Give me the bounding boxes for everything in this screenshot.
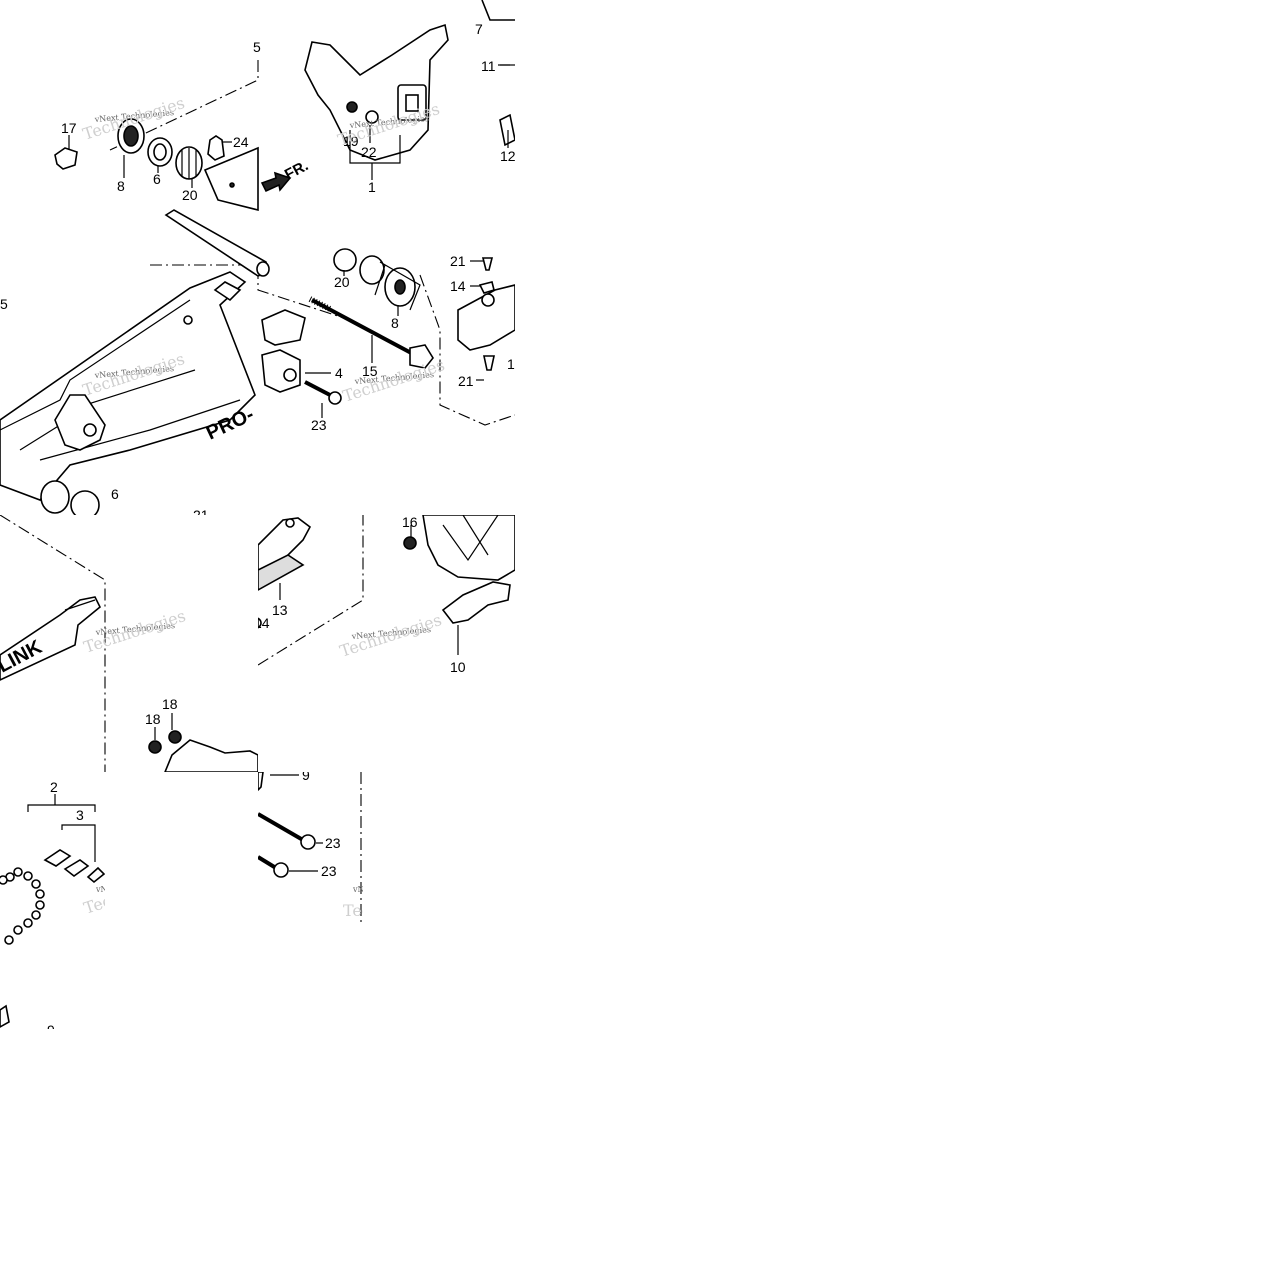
callout-22: 22 (361, 144, 377, 160)
callout-1: 1 (368, 179, 376, 195)
callout-14-bottom: 14 (258, 615, 270, 631)
callout-21-top: 21 (450, 253, 466, 269)
callout-23-top: 23 (311, 417, 327, 433)
callout-5-top: 5 (253, 39, 261, 55)
diagram-tile-lower-left: 2 3 9 vNext Technologies Technologies (0, 772, 105, 1029)
chain-case-16 (422, 515, 515, 581)
pivot-shaft (164, 209, 269, 277)
diagram-tile-middle: 13 14 16 10 vNext Technologies Technolog… (258, 515, 515, 772)
callout-6-top: 6 (153, 171, 161, 187)
drive-chain (0, 867, 45, 945)
bolt-23a (300, 834, 316, 850)
callout-21-bottom: 21 (193, 507, 209, 515)
callout-9-bottom: 9 (47, 1022, 55, 1029)
chain-guide-9 (164, 739, 258, 772)
callout-12: 12 (500, 148, 515, 164)
callout-14-mid: 14 (507, 356, 515, 372)
diagram-tile-upper: FR. PRO- (0, 0, 515, 515)
callout-23-bottom: 23 (321, 863, 337, 879)
bolt-23b (273, 862, 289, 878)
callout-18b: 18 (162, 696, 178, 712)
callout-3: 3 (76, 807, 84, 823)
nut-18a (148, 740, 162, 754)
washer-22 (365, 110, 379, 124)
watermark-7: vNext Technologies (95, 885, 105, 894)
callout-10: 10 (450, 659, 466, 675)
callout-15: 15 (362, 363, 378, 379)
nut-19 (346, 101, 358, 113)
callout-14-top: 14 (450, 278, 466, 294)
watermark-8: vNext Technologies (352, 885, 363, 894)
slider-10 (441, 581, 511, 624)
chain-slider-cover (457, 284, 515, 351)
callout-7: 7 (475, 21, 483, 37)
forward-arrow (260, 171, 292, 193)
callout-21-mid: 21 (458, 373, 474, 389)
callout-5-left: 5 (0, 296, 8, 312)
callout-19: 19 (343, 133, 359, 149)
callout-8-mid: 8 (391, 315, 399, 331)
pivot-bolt-15 (311, 298, 416, 357)
chain-slider-upper (261, 309, 306, 346)
callout-23-mid: 23 (325, 835, 341, 851)
callout-16: 16 (402, 515, 418, 530)
cap-17 (54, 147, 78, 170)
pivot-collar (203, 146, 259, 212)
callout-11: 11 (481, 58, 496, 74)
callout-9: 9 (302, 772, 310, 783)
grease-fitting-24 (207, 135, 225, 161)
diagram-tile-lower-middle: 9 23 23 vNext Technologies Technologies (258, 772, 363, 922)
nut-16 (403, 536, 417, 550)
needle-bearing-20-right (333, 248, 357, 272)
callout-6-bottom: 6 (111, 486, 119, 502)
callout-20-mid: 20 (334, 274, 350, 290)
callout-2: 2 (50, 779, 58, 795)
callout-4: 4 (335, 365, 343, 381)
callout-13: 13 (272, 602, 288, 618)
callout-8-top: 8 (117, 178, 125, 194)
frame-bracket (304, 23, 449, 161)
callout-18a: 18 (145, 711, 161, 727)
master-link (43, 849, 72, 867)
callout-17: 17 (61, 120, 77, 136)
nut-18b (168, 730, 182, 744)
watermark-8b: Technologies (343, 901, 363, 920)
diagram-tile-middle-left: LINK vNext Technologies Technologies 18 … (0, 515, 258, 772)
callout-24: 24 (233, 134, 249, 150)
callout-20-top: 20 (182, 187, 198, 203)
